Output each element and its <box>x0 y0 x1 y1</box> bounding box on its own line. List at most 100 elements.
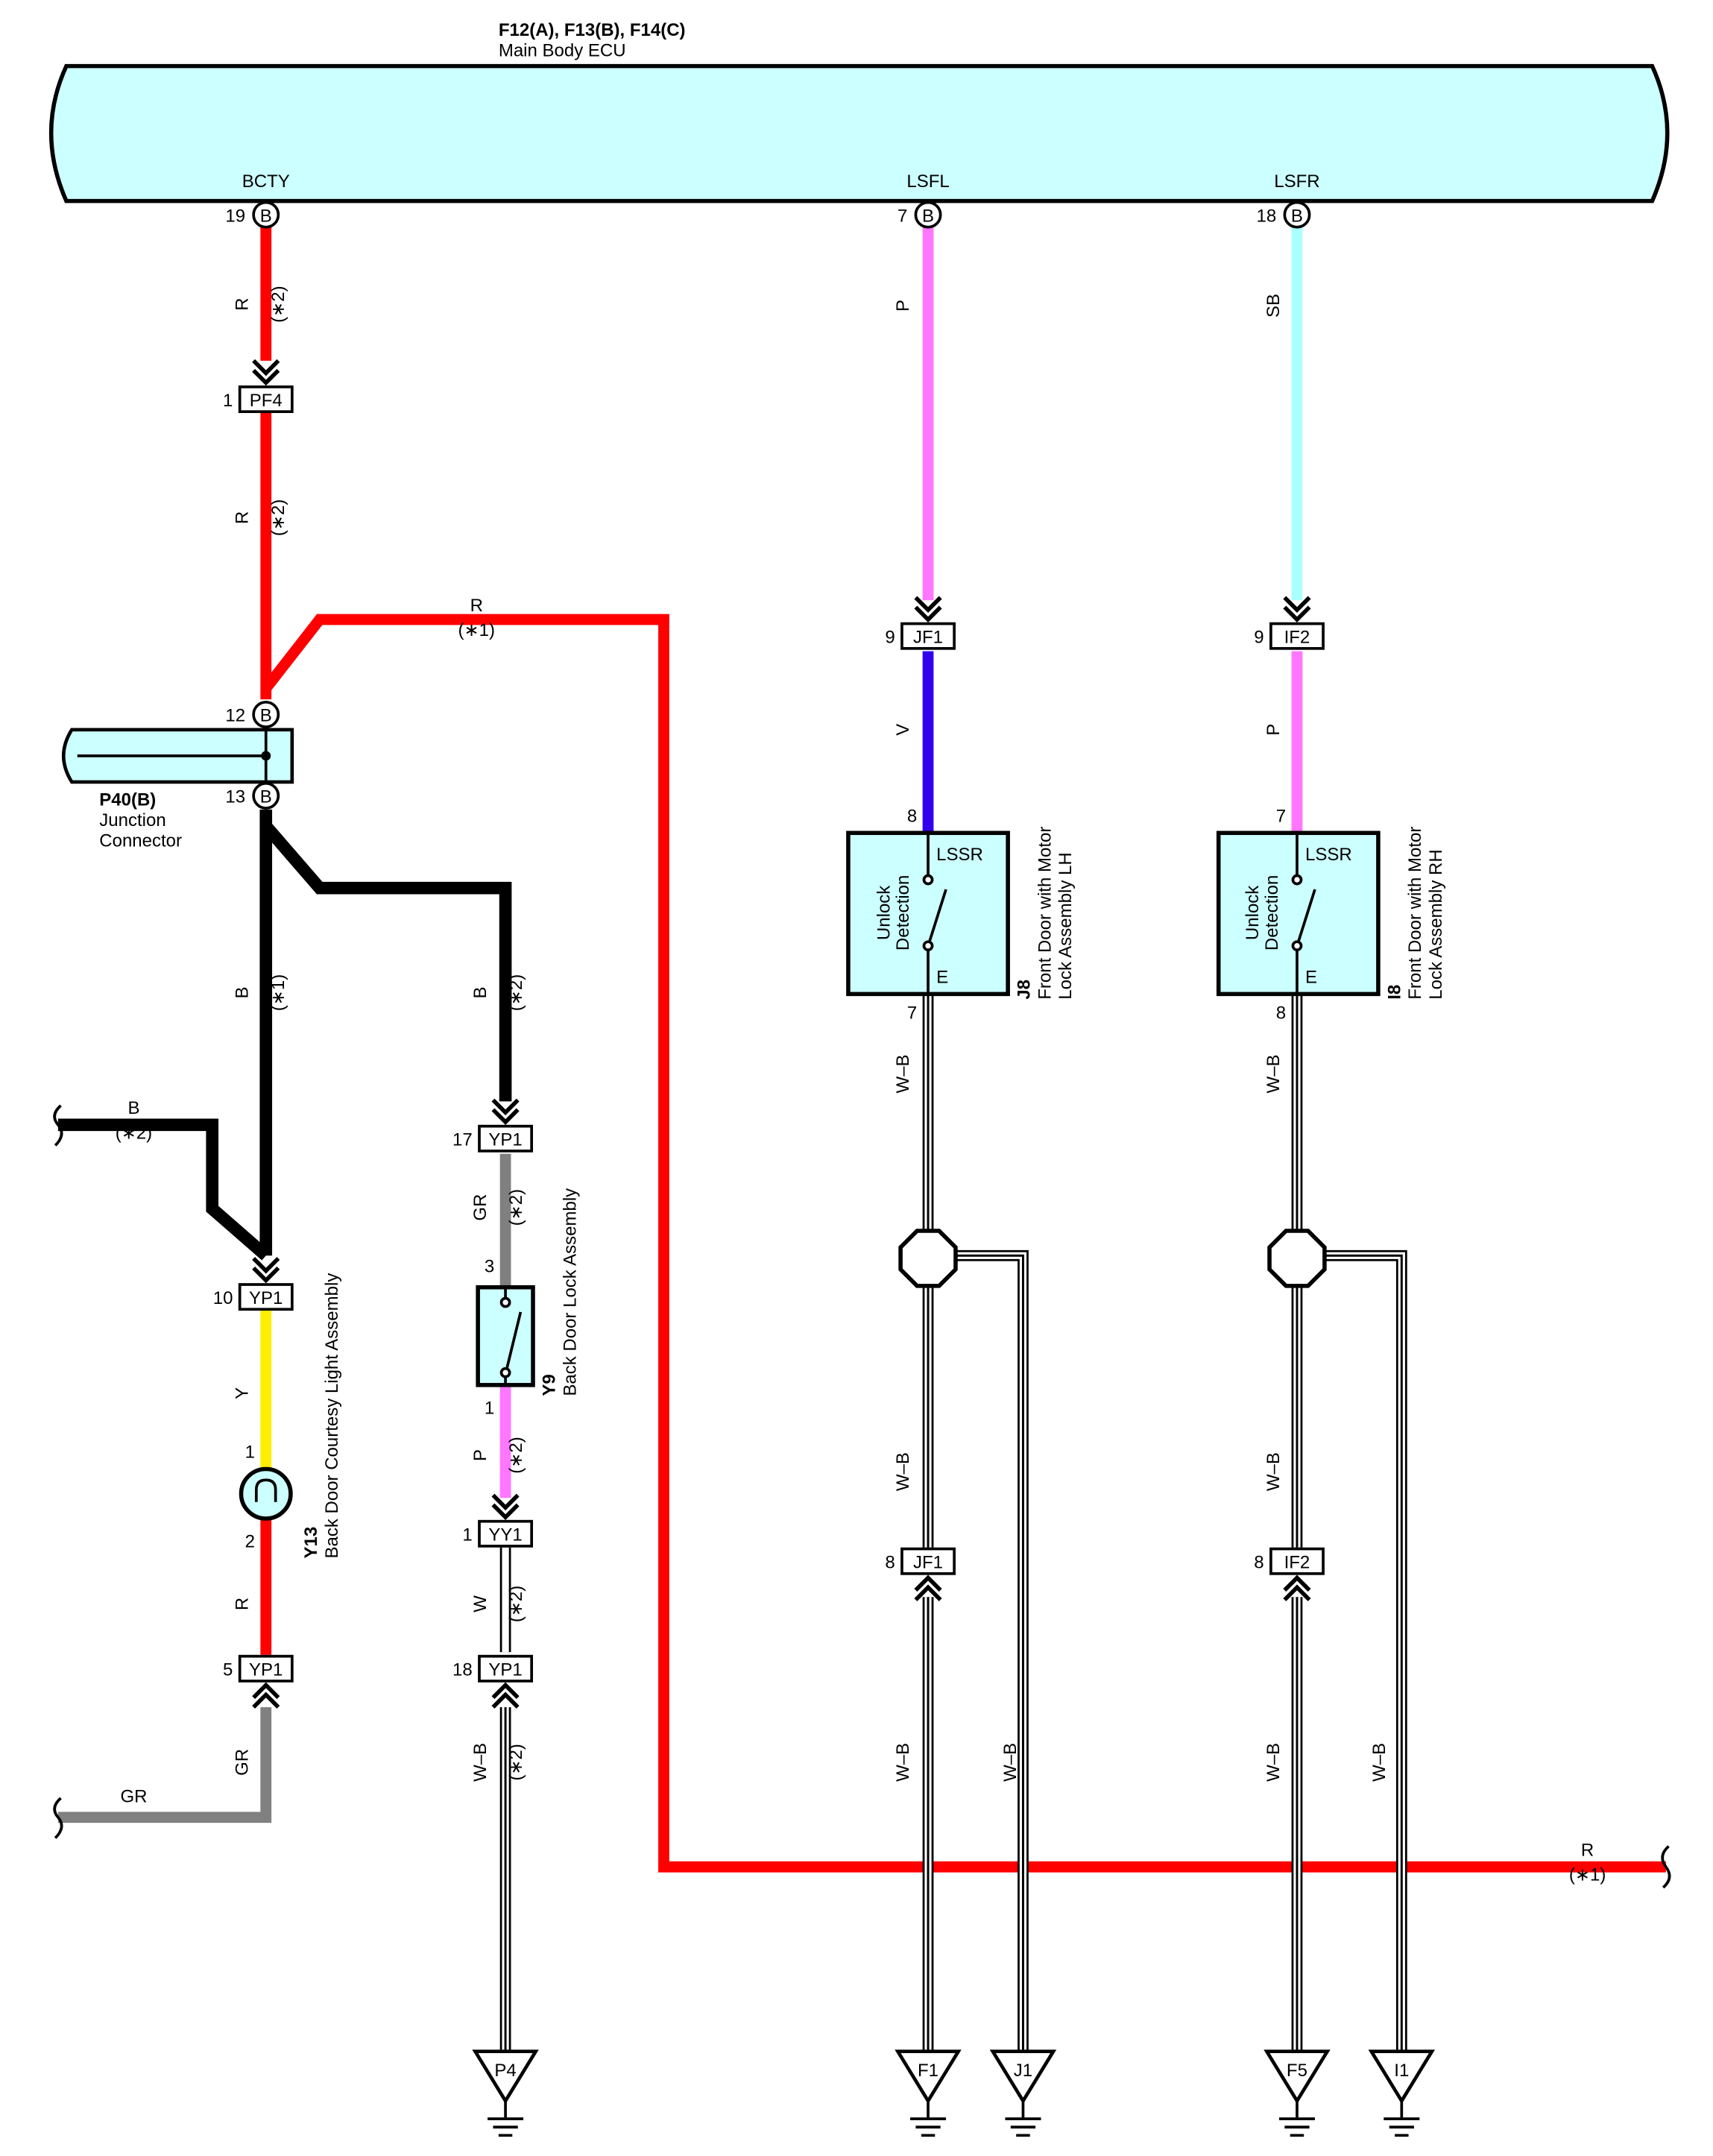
connector-if2-in: IF2 9 <box>1254 596 1325 650</box>
wire-label-black-left: B(∗2) <box>116 1098 152 1143</box>
wire-label-white-lock: W(∗2) <box>470 1586 526 1622</box>
lamp-bulb-icon <box>239 1466 293 1521</box>
connector-yy1-1: YY1 1 <box>462 1493 534 1548</box>
svg-text:E: E <box>1305 968 1317 988</box>
svg-text:B: B <box>922 206 934 226</box>
svg-text:W–B: W–B <box>1369 1743 1389 1782</box>
wire-label-red-bus-right: R (∗1) <box>1569 1840 1606 1885</box>
connector-pin: 9 <box>1254 627 1264 647</box>
pin-ecu-7: B 7 <box>897 201 942 229</box>
svg-text:B: B <box>260 206 272 226</box>
wire-label-lsfl: P <box>893 300 913 312</box>
svg-text:V: V <box>893 724 913 736</box>
wire-labels: R(∗2)R(∗2)R(∗1)R(∗1)B(∗1)B(∗2)B(∗2)YRGRG… <box>116 286 1606 1885</box>
junction-id: P40(B) <box>99 789 156 810</box>
courtesy-light-id: Y13 <box>301 1527 321 1559</box>
splice-lh <box>898 1229 958 1288</box>
wire-label-gray-left: GR <box>120 1786 147 1806</box>
wire-break-marks <box>53 1104 1671 1889</box>
wire-break-right-red <box>1661 1845 1671 1889</box>
connector-pin: 9 <box>885 627 895 647</box>
door-lock-rh: LSSR E Unlock Detection 7 8 I8 Front Doo… <box>1216 807 1446 1024</box>
svg-text:B: B <box>233 986 253 998</box>
svg-text:W–B: W–B <box>893 1743 913 1782</box>
wire-wb-lh-branch <box>955 1249 1029 2052</box>
pin-ecu-18: B 18 <box>1257 201 1311 229</box>
wire-label-wb-lh-3: W–B <box>893 1743 913 1782</box>
svg-text:F5: F5 <box>1287 2061 1307 2081</box>
connector-id: YP1 <box>488 1659 522 1680</box>
svg-text:Detection: Detection <box>893 875 913 951</box>
ground-f1-icon: F1 <box>895 2049 962 2137</box>
wire-label-red-bus-top: R(∗1) <box>458 596 495 640</box>
ecu-terminal-lsfl-label: LSFL <box>906 171 949 192</box>
door-rh-id: I8 <box>1384 985 1404 1000</box>
splice-rh <box>1267 1229 1327 1288</box>
svg-text:F1: F1 <box>918 2061 938 2081</box>
svg-text:R: R <box>1581 1840 1594 1860</box>
wire-label-lsfr: SB <box>1264 294 1284 318</box>
wire-label-pink-rh: P <box>1264 724 1284 736</box>
connector-pin: 1 <box>462 1525 472 1545</box>
ground-f5-icon: F5 <box>1264 2049 1331 2137</box>
svg-text:18: 18 <box>1257 206 1277 226</box>
svg-text:B: B <box>470 986 490 998</box>
svg-text:P: P <box>893 300 913 312</box>
wires <box>57 227 1666 2052</box>
door-lh-name-2: Lock Assembly LH <box>1056 852 1076 999</box>
svg-text:Y: Y <box>233 1387 253 1399</box>
svg-text:(∗1): (∗1) <box>1569 1865 1606 1885</box>
svg-text:W: W <box>470 1595 490 1613</box>
svg-text:GR: GR <box>233 1749 253 1776</box>
svg-text:GR: GR <box>470 1194 490 1221</box>
wire-label-black-main: B (∗1) <box>233 974 288 1011</box>
ecu-body <box>48 63 1670 204</box>
svg-text:P: P <box>470 1449 490 1461</box>
svg-text:Detection: Detection <box>1262 875 1282 951</box>
door-lh-name-1: Front Door with Motor <box>1035 827 1055 1000</box>
svg-text:7: 7 <box>897 206 907 226</box>
svg-text:R: R <box>470 596 483 616</box>
connector-pin: 5 <box>223 1659 233 1680</box>
wire-label-wb-lh-1: W–B <box>893 1054 913 1093</box>
wire-black-left <box>57 1118 271 1261</box>
svg-text:W–B: W–B <box>1000 1743 1020 1782</box>
connector-id: YP1 <box>249 1288 283 1308</box>
wire-label-wb-lh-2: W–B <box>893 1452 913 1491</box>
svg-text:W–B: W–B <box>893 1452 913 1491</box>
ecu-terminal-lsfr-label: LSFR <box>1274 171 1319 192</box>
svg-text:W–B: W–B <box>1264 1452 1284 1491</box>
wire-label-violet: V <box>893 724 913 736</box>
wire-red-bus <box>261 614 1666 1873</box>
svg-text:(∗2): (∗2) <box>506 1189 526 1226</box>
svg-text:8: 8 <box>907 807 917 827</box>
svg-text:7: 7 <box>1276 807 1286 827</box>
ecu-terminal-bcty-label: BCTY <box>242 171 290 192</box>
svg-text:B: B <box>260 787 272 807</box>
svg-text:(∗1): (∗1) <box>268 974 288 1011</box>
door-rh-name-2: Lock Assembly RH <box>1426 849 1446 999</box>
ground-j1-icon: J1 <box>989 2049 1057 2137</box>
back-door-lock: 3 1 Y9 Back Door Lock Assembly <box>476 1188 580 1419</box>
back-door-lock-id: Y9 <box>540 1374 560 1396</box>
wire-label-gray-lock: GR (∗2) <box>470 1189 526 1226</box>
ground-p4-icon: P4 <box>472 2049 539 2137</box>
wire-label-gray-vertical: GR <box>233 1749 253 1776</box>
svg-text:W–B: W–B <box>1264 1054 1284 1093</box>
wire-label-wb-rh-2: W–B <box>1264 1452 1284 1491</box>
svg-text:J1: J1 <box>1014 2061 1032 2081</box>
wire-label-wb-rh-1: W–B <box>1264 1054 1284 1093</box>
connector-id: YY1 <box>488 1525 522 1545</box>
connector-id: IF2 <box>1284 627 1310 647</box>
svg-text:LSSR: LSSR <box>1305 845 1352 865</box>
junction-name-1: Junction <box>99 810 165 830</box>
svg-text:(∗2): (∗2) <box>116 1123 152 1143</box>
svg-text:P: P <box>1264 724 1284 736</box>
junction-name-2: Connector <box>99 831 182 851</box>
wire-label-bcty-1: R(∗2) <box>233 286 288 322</box>
svg-text:(∗2): (∗2) <box>268 499 288 536</box>
svg-text:(∗2): (∗2) <box>506 1437 526 1473</box>
